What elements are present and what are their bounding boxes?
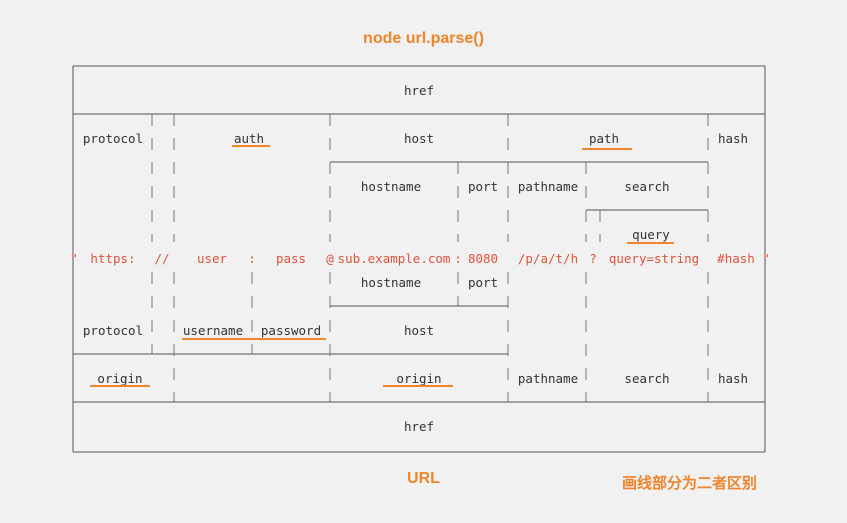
hash-bottom-label: hash <box>718 371 748 386</box>
hostname-bottom-label: hostname <box>361 275 421 290</box>
port-top-label: port <box>468 179 498 194</box>
url-slashes: // <box>154 251 169 266</box>
diagram-title: node url.parse() <box>363 30 484 47</box>
url-pass: pass <box>276 251 306 266</box>
hash-top-label: hash <box>718 131 748 146</box>
url-pathname: /p/a/t/h <box>518 251 578 266</box>
url-hostname: sub.example.com <box>338 251 451 266</box>
search-bottom-label: search <box>624 371 669 386</box>
url-port-colon: : <box>454 251 462 266</box>
href-bottom-label: href <box>404 419 434 434</box>
legend-note: 画线部分为二者区别 <box>622 474 758 492</box>
query-label: query <box>632 227 670 242</box>
url-title: URL <box>407 470 440 487</box>
top-separators <box>151 114 709 242</box>
bottom-separators <box>151 272 709 402</box>
href-top-label: href <box>404 83 434 98</box>
path-label: path <box>589 131 619 146</box>
host-top-label: host <box>404 131 434 146</box>
port-bottom-label: port <box>468 275 498 290</box>
origin-right-label: origin <box>396 371 441 386</box>
pathname-top-label: pathname <box>518 179 578 194</box>
origin-left-label: origin <box>97 371 142 386</box>
password-label: password <box>261 323 321 338</box>
url-query: query=string <box>609 251 699 266</box>
url-port: 8080 <box>468 251 498 266</box>
url-user: user <box>197 251 228 266</box>
username-label: username <box>183 323 243 338</box>
search-top-label: search <box>624 179 669 194</box>
protocol-bottom-label: protocol <box>83 323 143 338</box>
auth-label: auth <box>234 131 264 146</box>
protocol-top-label: protocol <box>83 131 143 146</box>
pathname-bottom-label: pathname <box>518 371 578 386</box>
url-string: " https: // user : pass @ sub.example.co… <box>70 251 770 266</box>
difference-highlights <box>90 145 674 387</box>
url-question: ? <box>589 251 597 266</box>
url-close-quote: " <box>762 251 770 266</box>
url-protocol: https: <box>90 251 135 266</box>
host-bottom-label: host <box>404 323 434 338</box>
frame-lines <box>72 65 766 453</box>
hostname-top-label: hostname <box>361 179 421 194</box>
url-at: @ <box>326 251 334 266</box>
url-open-quote: " <box>70 251 78 266</box>
url-hash: #hash <box>717 251 755 266</box>
url-colon: : <box>248 251 256 266</box>
